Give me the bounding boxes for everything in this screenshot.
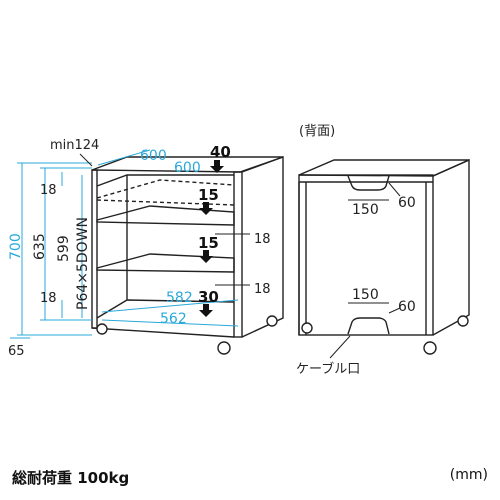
label-inner-width-lower: 562 bbox=[160, 311, 187, 327]
load-top: 40 bbox=[210, 143, 231, 161]
caster-front-right bbox=[217, 341, 231, 355]
rear-top-face bbox=[298, 159, 470, 177]
rear-top-cutout-height: 60 bbox=[398, 195, 416, 211]
rear-top-cutout-width: 150 bbox=[352, 202, 379, 218]
front-cabinet bbox=[91, 155, 284, 338]
label-side-18-b: 18 bbox=[254, 282, 271, 297]
label-top-thickness: 18 bbox=[40, 183, 57, 198]
rear-casters bbox=[301, 315, 469, 355]
arrow-top bbox=[210, 160, 224, 173]
cable-port-label: ケーブル口 bbox=[296, 361, 360, 377]
rear-bottom-cutout-width: 150 bbox=[352, 287, 379, 303]
total-load-label: 総耐荷重 100kg bbox=[12, 469, 130, 487]
caster-back-right bbox=[266, 315, 278, 327]
arrow-shelf2 bbox=[199, 250, 213, 263]
caster-rear-right bbox=[423, 341, 437, 355]
label-inner-width-upper: 582 bbox=[166, 290, 193, 306]
arrow-bottom bbox=[199, 304, 213, 317]
load-bottom: 30 bbox=[198, 288, 219, 306]
unit-label: (mm) bbox=[449, 467, 488, 483]
rear-side-panel bbox=[432, 158, 470, 336]
label-caster-height: 65 bbox=[8, 344, 25, 359]
label-shelf-range: 599 bbox=[56, 235, 72, 262]
caster-rear-back bbox=[457, 315, 469, 327]
rear-cabinet bbox=[298, 158, 470, 336]
front-right-panel bbox=[241, 155, 284, 338]
arrow-shelf1 bbox=[199, 202, 213, 215]
rear-bottom-cutout-height: 60 bbox=[398, 299, 416, 315]
top-cutout bbox=[347, 175, 390, 191]
front-left-side bbox=[91, 169, 98, 329]
label-inner-height: 635 bbox=[32, 233, 48, 260]
label-bottom-thickness: 18 bbox=[40, 291, 57, 306]
load-arrows bbox=[199, 160, 224, 317]
load-shelf2: 15 bbox=[198, 234, 219, 252]
label-min-opening: min124 bbox=[50, 138, 99, 153]
label-side-18-a: 18 bbox=[254, 232, 271, 247]
label-depth-outer: 600 bbox=[174, 160, 201, 176]
front-right-side bbox=[233, 171, 243, 338]
front-casters bbox=[96, 315, 278, 355]
shelf-upper bbox=[96, 205, 235, 226]
bottom-cutout bbox=[347, 317, 390, 335]
rear-label: (背面) bbox=[299, 124, 335, 139]
label-pitch: P64×5DOWN bbox=[75, 217, 91, 310]
caster-front-left bbox=[96, 323, 108, 335]
caster-rear-left bbox=[301, 322, 313, 334]
dimension-lines bbox=[10, 149, 239, 339]
dashed-shelf bbox=[96, 179, 235, 199]
load-shelf1: 15 bbox=[198, 186, 219, 204]
shelf-lower bbox=[96, 253, 235, 273]
label-overall-height: 700 bbox=[8, 233, 24, 260]
label-width-outer: 600 bbox=[140, 148, 167, 164]
